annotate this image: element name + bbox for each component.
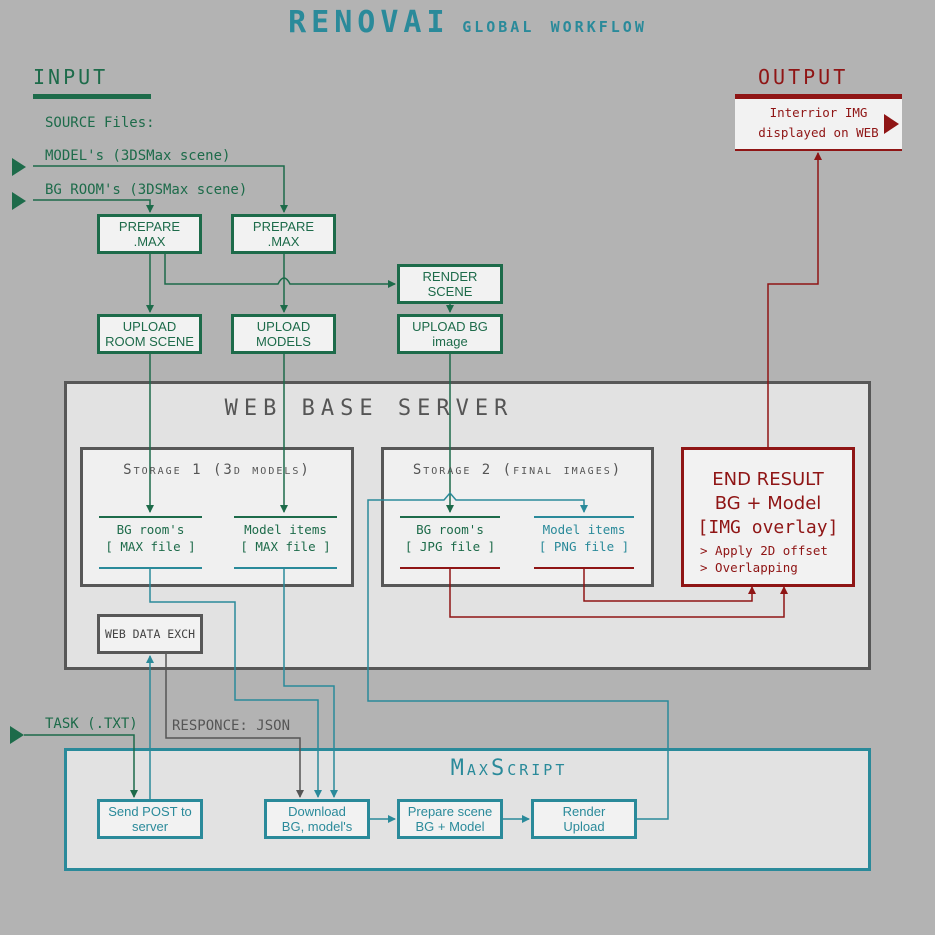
storage-2-model-items: Model items [ PNG file ] [526, 521, 642, 555]
prepare-room-node: PREPARE .MAX [97, 214, 202, 254]
end-result-overlay: [IMG overlay] [697, 517, 839, 538]
end-result-note-overlap: > Overlapping [700, 560, 798, 575]
models-source-label: MODEL's (3DSMax scene) [45, 148, 231, 164]
web-data-exch-label: WEB DATA EXCH [104, 627, 195, 641]
source-files-label: SOURCE Files: [45, 115, 155, 131]
send-post-node: Send POST to server [97, 799, 203, 839]
output-box: Interrior IMG displayed on WEB [735, 94, 902, 151]
storage-2-title: Storage 2 (final images) [412, 462, 623, 478]
storage-2-item-2-bottom-rule [534, 567, 634, 569]
output-arrow-icon [884, 114, 899, 134]
storage-1-model-items-name: Model items [244, 522, 327, 537]
models-input-arrow-icon [12, 158, 26, 176]
task-input-arrow-icon [10, 726, 24, 744]
storage-2-bg-rooms-name: BG room's [416, 522, 484, 537]
maxscript-title: MaxScript [450, 756, 568, 781]
storage-1-bg-rooms-name: BG room's [116, 522, 185, 537]
storage-2-item-2-top-rule [534, 516, 634, 518]
end-result-subtitle: BG + Model [714, 493, 822, 514]
storage-1-model-items-type: [ MAX file ] [240, 539, 331, 554]
diagram-title: RENOVAI global workflow [0, 5, 935, 40]
upload-room-scene-node: UPLOAD ROOM SCENE [97, 314, 202, 354]
wire-bgroom-to-prepare [33, 199, 154, 213]
web-data-exch-node: WEB DATA EXCH [97, 614, 203, 654]
storage-2-item-1-top-rule [400, 516, 500, 518]
output-header: OUTPUT [758, 65, 849, 89]
render-upload-node: Render Upload [531, 799, 637, 839]
wire-prepare-to-render [164, 254, 396, 288]
end-result-note-offset: > Apply 2D offset [700, 543, 828, 558]
end-result-title: END RESULT [712, 469, 824, 490]
storage-1-bg-rooms-type: [ MAX file ] [105, 539, 196, 554]
storage-1-title: Storage 1 (3d models) [123, 462, 311, 478]
title-rest: global workflow [462, 13, 647, 38]
storage-2-bg-rooms: BG room's [ JPG file ] [392, 521, 508, 555]
input-header: INPUT [33, 65, 109, 89]
storage-1-item-1-top-rule [99, 516, 202, 518]
storage-2-bg-rooms-type: [ JPG file ] [404, 539, 496, 554]
output-line-1: Interrior IMG [769, 105, 868, 120]
web-base-server-title: WEB BASE SERVER [224, 396, 514, 421]
download-node: Download BG, model's [264, 799, 370, 839]
end-result-box: END RESULT BG + Model [IMG overlay] > Ap… [681, 447, 855, 587]
storage-1-item-2-top-rule [234, 516, 337, 518]
prepare-scene-node: Prepare scene BG + Model [397, 799, 503, 839]
render-scene-node: RENDER SCENE [397, 264, 503, 304]
output-line-2: displayed on WEB [758, 125, 879, 140]
storage-1-bg-rooms: BG room's [ MAX file ] [92, 521, 209, 555]
response-json-label: RESPONCE: JSON [172, 718, 291, 734]
bgroom-source-label: BG ROOM's (3DSMax scene) [45, 182, 248, 198]
storage-1-item-1-bottom-rule [99, 567, 202, 569]
task-label: TASK (.TXT) [45, 716, 138, 732]
storage-2-model-items-name: Model items [542, 522, 626, 537]
storage-2-item-1-bottom-rule [400, 567, 500, 569]
title-main: RENOVAI [288, 5, 450, 40]
bgroom-input-arrow-icon [12, 192, 26, 210]
upload-bg-image-node: UPLOAD BG image [397, 314, 503, 354]
upload-models-node: UPLOAD MODELS [231, 314, 336, 354]
storage-1-model-items: Model items [ MAX file ] [226, 521, 345, 555]
prepare-models-node: PREPARE .MAX [231, 214, 336, 254]
input-underline [33, 94, 151, 99]
storage-2-model-items-type: [ PNG file ] [538, 539, 630, 554]
storage-1-item-2-bottom-rule [234, 567, 337, 569]
